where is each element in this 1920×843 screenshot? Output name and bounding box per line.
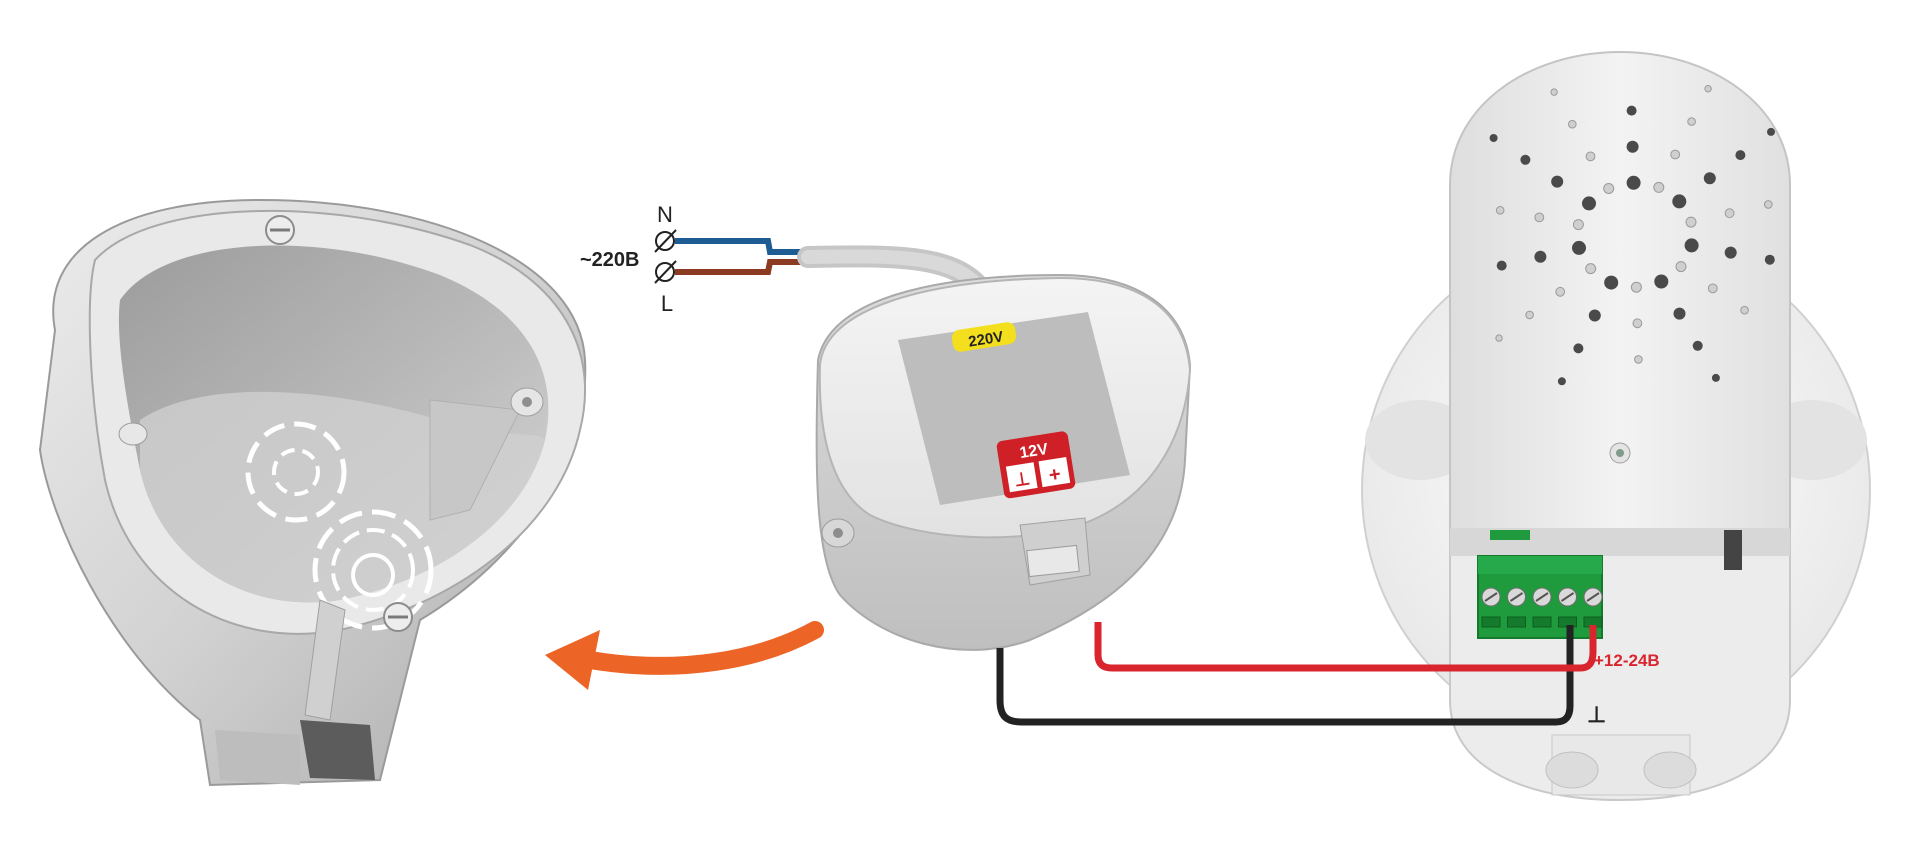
lens-dot xyxy=(1634,355,1643,364)
ground-wire xyxy=(996,625,1574,726)
lens-dot xyxy=(1653,181,1665,193)
sensor-lens xyxy=(1489,85,1775,386)
motion-sensor-icon xyxy=(1361,50,1871,802)
lens-dot xyxy=(1764,254,1775,265)
lens-dot xyxy=(1557,377,1566,386)
lens-dot xyxy=(1585,263,1597,275)
lens-dot xyxy=(1572,240,1586,255)
lens-dot xyxy=(1489,134,1498,142)
lens-dot xyxy=(1525,310,1534,320)
lens-dot xyxy=(1687,117,1696,126)
lens-dot xyxy=(1585,151,1596,162)
lens-dot xyxy=(1675,261,1687,273)
power-supply-icon: 220V 12V ⊥ + xyxy=(797,245,1192,651)
lens-dot xyxy=(1711,373,1720,382)
lens-dot xyxy=(1632,318,1643,329)
box-screw-bottom xyxy=(383,602,413,632)
terminal-n-icon xyxy=(654,229,677,253)
lens-dot xyxy=(1673,307,1686,320)
terminal-wire-entry xyxy=(1532,616,1552,628)
lens-dot xyxy=(1724,208,1735,219)
lens-dot xyxy=(1764,200,1773,209)
output-minus-label: ⊥ xyxy=(1013,468,1032,490)
lens-dot xyxy=(1626,175,1641,190)
lens-dot xyxy=(1520,154,1531,165)
lens-dot xyxy=(1630,281,1642,293)
lens-dot xyxy=(1534,212,1545,223)
lens-dot xyxy=(1534,250,1547,263)
neutral-label: N xyxy=(657,202,673,227)
insert-arrow-icon xyxy=(545,621,824,690)
svg-text:220V: 220V xyxy=(967,328,1004,350)
output-plus-label: + xyxy=(1047,463,1062,487)
line-wire xyxy=(675,259,810,275)
lens-dot xyxy=(1672,194,1687,209)
box-screw-top xyxy=(265,215,295,245)
output-wiring: +12-24B ⊥ xyxy=(996,622,1660,727)
flush-box-icon xyxy=(38,198,587,787)
lens-dot xyxy=(1654,274,1669,289)
lens-dot xyxy=(1568,119,1577,129)
terminal-screw-slot xyxy=(1509,592,1524,602)
terminal-screw-slot xyxy=(1484,592,1498,602)
terminal-screw-slot xyxy=(1586,592,1600,602)
positive-wire xyxy=(1094,622,1597,672)
lens-dot xyxy=(1704,85,1712,93)
lens-dot xyxy=(1692,340,1703,351)
lens-dot xyxy=(1604,275,1619,290)
lens-dot xyxy=(1740,305,1749,315)
lens-dot xyxy=(1572,219,1584,231)
lens-dot xyxy=(1550,88,1558,96)
neutral-wire xyxy=(675,238,810,255)
lens-dot xyxy=(1767,127,1775,136)
output-badge: 12V ⊥ + xyxy=(996,431,1076,499)
lens-dot xyxy=(1735,150,1746,161)
svg-text:12V: 12V xyxy=(1018,441,1049,462)
lens-dot xyxy=(1573,343,1584,354)
terminal-screw-slot xyxy=(1535,592,1549,602)
lens-dot xyxy=(1496,260,1507,271)
ground-label: ⊥ xyxy=(1587,702,1606,727)
lens-dot xyxy=(1495,206,1505,215)
lens-dot xyxy=(1724,246,1737,259)
input-badge: 220V xyxy=(951,322,1017,352)
line-label: L xyxy=(661,291,673,316)
lens-dot xyxy=(1684,238,1699,253)
lens-dot xyxy=(1670,149,1681,160)
terminal-wire-entry xyxy=(1507,616,1526,628)
terminal-l-icon xyxy=(654,260,677,284)
lens-dot xyxy=(1555,286,1566,297)
terminal-wire-entry xyxy=(1481,616,1501,628)
lens-dot xyxy=(1626,140,1639,153)
lens-dot xyxy=(1626,105,1637,116)
positive-label: +12-24B xyxy=(1594,651,1660,670)
mains-input: N L ~220B xyxy=(580,202,810,316)
lens-dot xyxy=(1707,283,1718,294)
lens-dot xyxy=(1551,175,1564,188)
lens-dot xyxy=(1685,216,1697,228)
lens-dot xyxy=(1582,196,1596,211)
screw-terminal-icon xyxy=(1477,555,1603,639)
lens-dot xyxy=(1495,334,1503,342)
lens-dot xyxy=(1703,172,1716,185)
voltage-label: ~220B xyxy=(580,249,640,271)
terminal-screw-slot xyxy=(1560,592,1575,602)
lens-dot xyxy=(1603,183,1615,194)
lens-dot xyxy=(1588,309,1601,322)
